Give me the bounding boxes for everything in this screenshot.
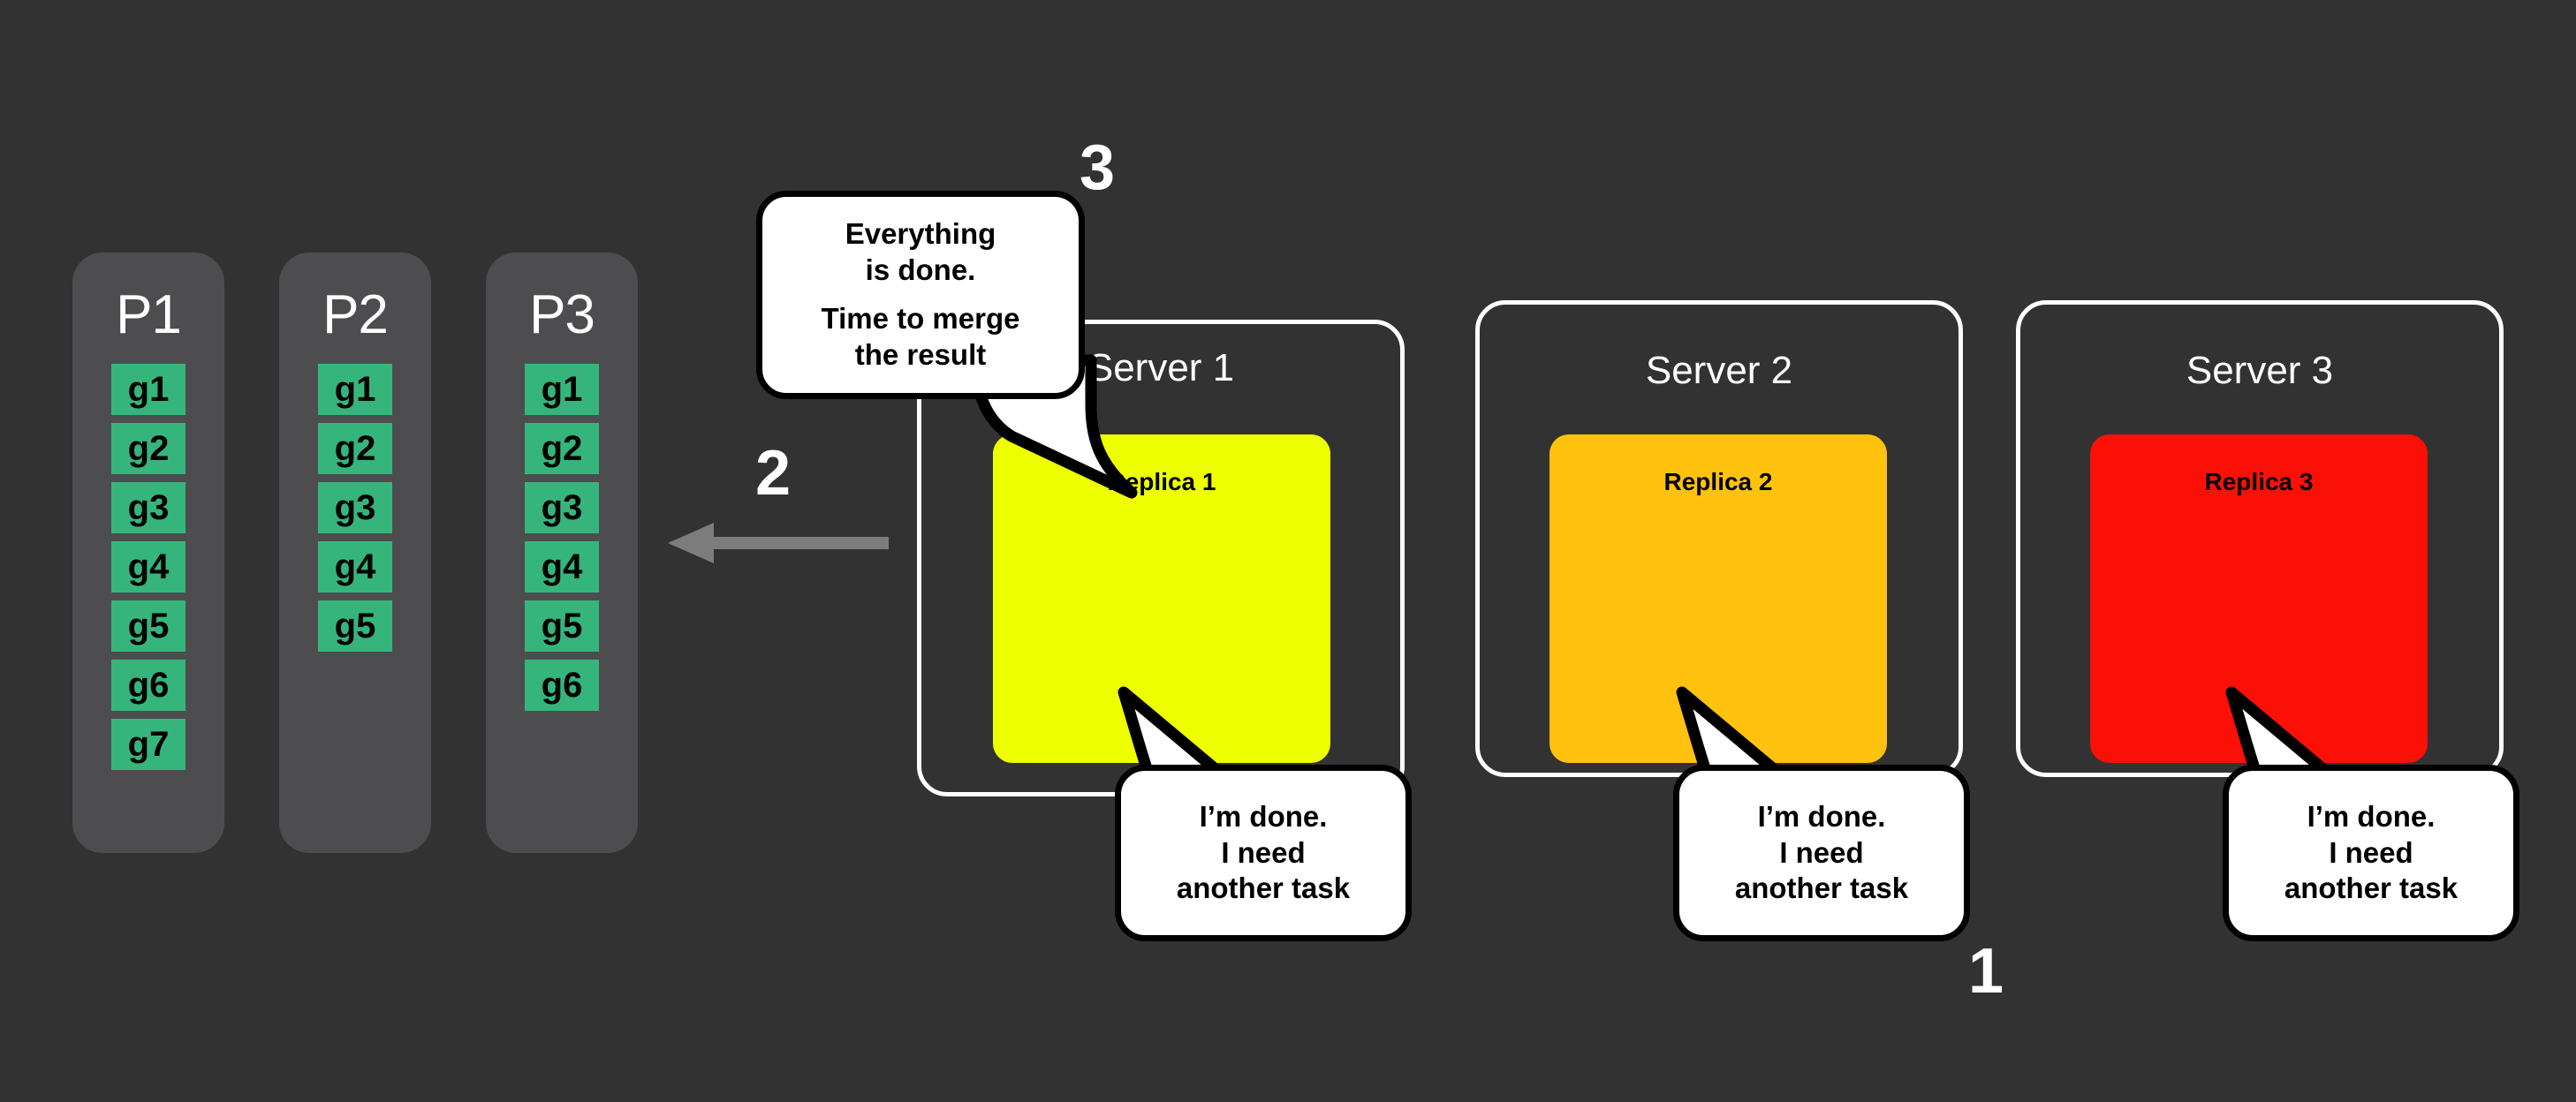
partition-column-p2: P2 g1 g2 g3 g4 g5 bbox=[279, 253, 431, 853]
chunk-item: g3 bbox=[318, 482, 392, 533]
merge-bubble-line-1: Everything bbox=[845, 217, 996, 251]
done-speech-bubble-1: I’m done. I need another task bbox=[1115, 765, 1412, 941]
replica-block-2: Replica 2 bbox=[1549, 434, 1887, 763]
done-bubble-line-2: I need bbox=[1221, 835, 1306, 869]
chunk-item: g7 bbox=[111, 719, 186, 770]
chunk-item: g2 bbox=[111, 423, 186, 474]
replica-block-1: Replica 1 bbox=[993, 434, 1330, 763]
merge-arrow bbox=[663, 512, 892, 574]
merge-bubble-line-2: is done. bbox=[865, 253, 976, 287]
chunk-item: g5 bbox=[111, 600, 186, 652]
done-bubble-line-3: another task bbox=[1734, 872, 1909, 905]
done-bubble-line-2: I need bbox=[1779, 835, 1864, 869]
left-arrow-icon bbox=[668, 523, 889, 563]
chunk-item: g4 bbox=[525, 541, 599, 593]
step-number-1: 1 bbox=[1968, 936, 2004, 1007]
done-bubble-line-1: I’m done. bbox=[1757, 799, 1886, 833]
chunk-item: g4 bbox=[318, 541, 392, 593]
chunk-item: g2 bbox=[318, 423, 392, 474]
chunk-list: g1 g2 g3 g4 g5 g6 bbox=[486, 364, 638, 711]
chunk-item: g1 bbox=[111, 364, 186, 415]
step-number-2: 2 bbox=[755, 438, 792, 509]
done-speech-bubble-3: I’m done. I need another task bbox=[2223, 765, 2519, 941]
partition-title: P3 bbox=[529, 284, 595, 345]
chunk-item: g5 bbox=[318, 600, 392, 652]
chunk-item: g6 bbox=[111, 660, 186, 711]
done-speech-bubble-2: I’m done. I need another task bbox=[1673, 765, 1970, 941]
chunk-item: g3 bbox=[111, 482, 186, 533]
merge-speech-bubble: Everything is done. Time to merge the re… bbox=[756, 191, 1085, 399]
chunk-item: g2 bbox=[525, 423, 599, 474]
step-number-3: 3 bbox=[1080, 132, 1116, 203]
done-bubble-line-1: I’m done. bbox=[1199, 799, 1328, 833]
chunk-item: g1 bbox=[318, 364, 392, 415]
partition-column-p1: P1 g1 g2 g3 g4 g5 g6 g7 bbox=[72, 253, 224, 853]
chunk-item: g3 bbox=[525, 482, 599, 533]
done-bubble-line-2: I need bbox=[2329, 835, 2413, 869]
server-title-3: Server 3 bbox=[2186, 349, 2334, 392]
chunk-item: g1 bbox=[525, 364, 599, 415]
chunk-item: g5 bbox=[525, 600, 599, 652]
chunk-item: g4 bbox=[111, 541, 186, 593]
merge-bubble-line-3: Time to merge bbox=[821, 302, 1020, 335]
merge-bubble-line-4: the result bbox=[854, 337, 987, 371]
partition-title: P2 bbox=[322, 284, 389, 345]
done-bubble-line-3: another task bbox=[2284, 872, 2459, 905]
done-bubble-line-1: I’m done. bbox=[2307, 799, 2436, 833]
chunk-list: g1 g2 g3 g4 g5 bbox=[279, 364, 431, 652]
partition-column-p3: P3 g1 g2 g3 g4 g5 g6 bbox=[486, 253, 638, 853]
done-bubble-line-3: another task bbox=[1176, 872, 1351, 905]
server-title-2: Server 2 bbox=[1645, 349, 1793, 392]
chunk-item: g6 bbox=[525, 660, 599, 711]
replica-block-3: Replica 3 bbox=[2090, 434, 2428, 763]
partition-title: P1 bbox=[116, 284, 182, 345]
chunk-list: g1 g2 g3 g4 g5 g6 g7 bbox=[72, 364, 224, 770]
